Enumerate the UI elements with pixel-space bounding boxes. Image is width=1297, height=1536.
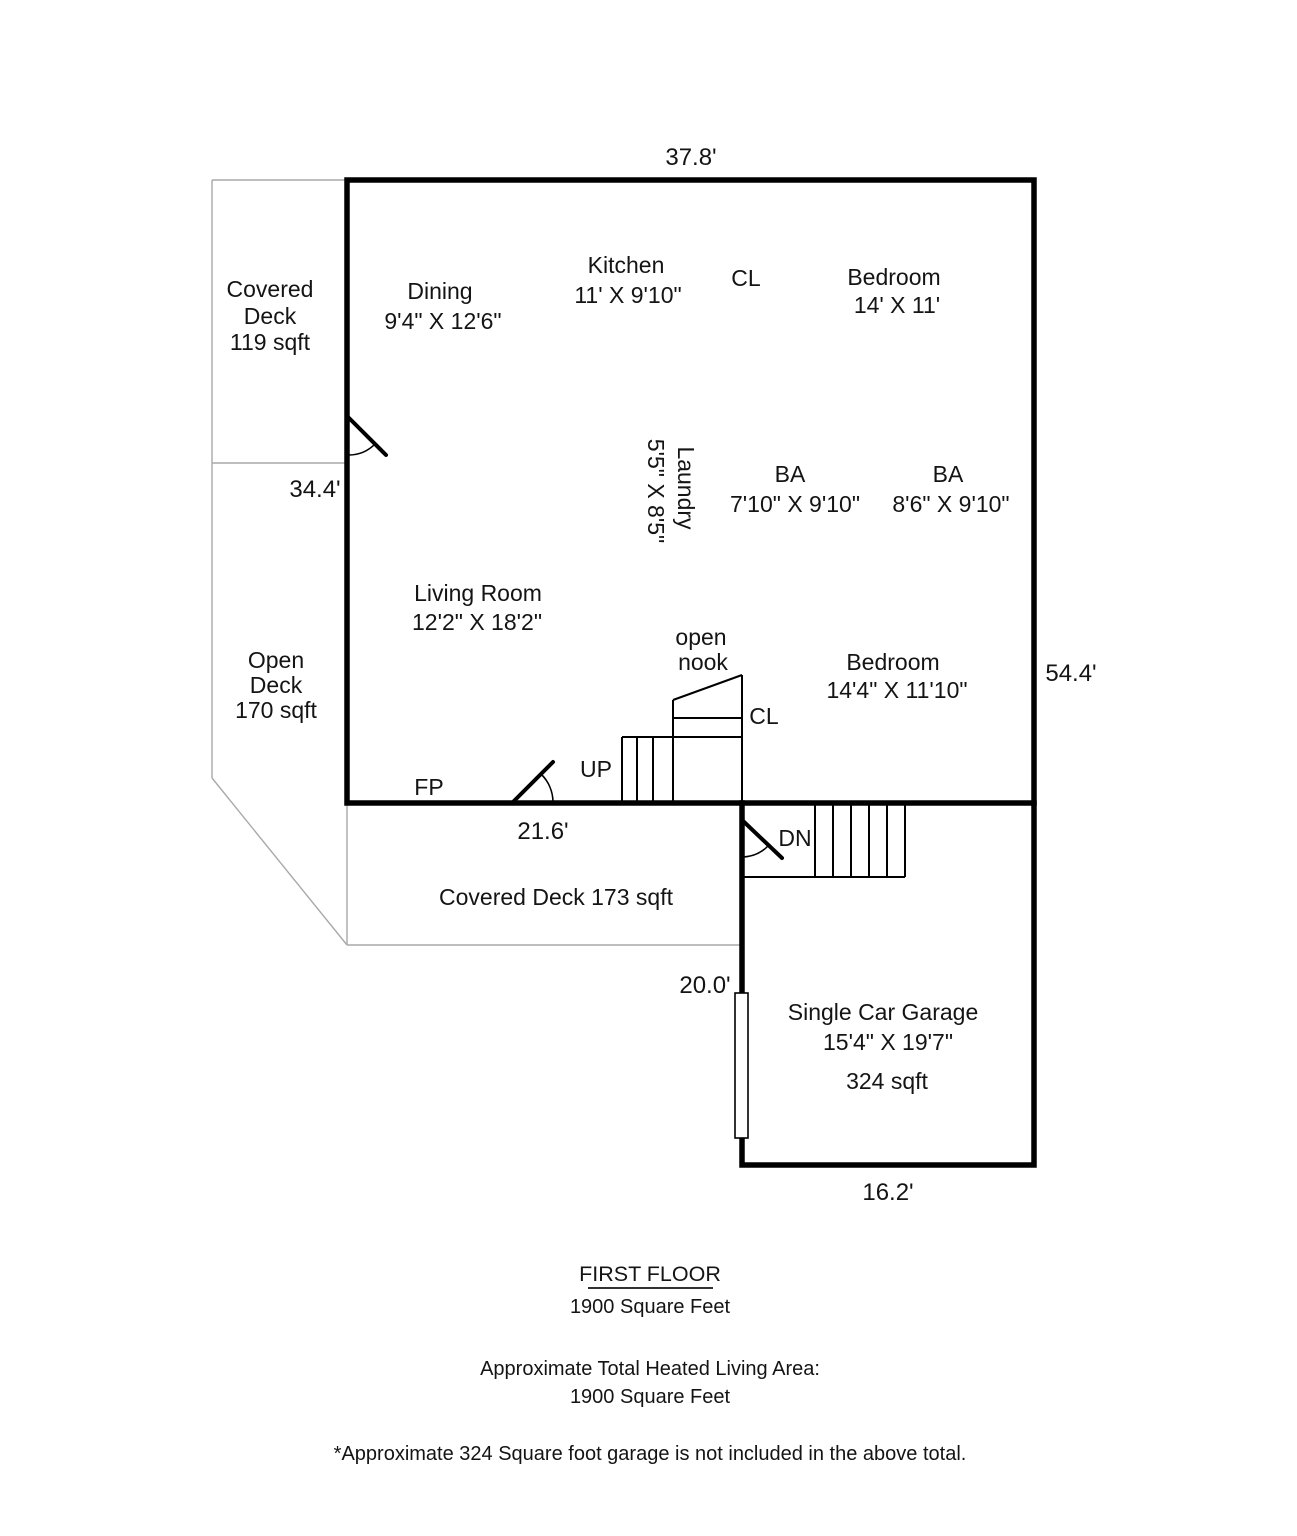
living-room-size: 12'2" X 18'2" <box>412 609 542 635</box>
deck-outline-diagonal <box>211 777 348 946</box>
dn-door-swing-arc <box>741 845 769 858</box>
garage-label: Single Car Garage <box>788 999 979 1025</box>
dim-deck-width: 21.6' <box>517 818 568 845</box>
garage-door <box>734 992 749 1139</box>
kitchen-label: Kitchen <box>588 252 665 278</box>
laundry-label: Laundry <box>673 446 699 530</box>
closet-top-label: CL <box>731 265 761 291</box>
exterior-wall-outline <box>344 177 1037 1168</box>
covered-deck-upper-line3: 119 sqft <box>230 329 311 355</box>
footer-note: *Approximate 324 Square foot garage is n… <box>334 1443 967 1465</box>
covered-deck-upper-line1: Covered <box>227 276 314 302</box>
open-deck-line2: Deck <box>250 672 303 698</box>
footer-title-area: 1900 Square Feet <box>570 1296 731 1318</box>
closet-mid-label: CL <box>749 703 779 729</box>
bedroom-top-size: 14' X 11' <box>854 292 940 318</box>
dim-right-height: 54.4' <box>1045 660 1096 687</box>
footer-heated-value: 1900 Square Feet <box>570 1386 731 1408</box>
footer-heated-label: Approximate Total Heated Living Area: <box>480 1358 820 1380</box>
open-deck-line3: 170 sqft <box>235 697 317 723</box>
dn-door-leaf <box>740 818 784 860</box>
stairs-dn-label: DN <box>778 825 811 851</box>
living-room-label: Living Room <box>414 580 542 606</box>
ba-left-size: 7'10" X 9'10" <box>730 491 860 517</box>
bedroom-main-size: 14'4" X 11'10" <box>826 677 967 703</box>
laundry-size: 5'5" X 8'5" <box>643 439 669 543</box>
entry-door-leaf <box>347 416 388 457</box>
dim-top-width: 37.8' <box>665 144 716 171</box>
dim-garage-side: 20.0' <box>679 972 730 999</box>
covered-deck-upper-line2: Deck <box>244 303 297 329</box>
stairs-up-label: UP <box>580 756 612 782</box>
nook-slant-wall <box>672 674 743 701</box>
footer-title: FIRST FLOOR <box>579 1262 721 1286</box>
covered-deck-lower-label: Covered Deck 173 sqft <box>439 884 674 910</box>
fireplace-label: FP <box>414 774 443 800</box>
ba-right-size: 8'6" X 9'10" <box>892 491 1009 517</box>
open-deck-line1: Open <box>248 647 304 673</box>
deck-door-leaf <box>511 760 555 804</box>
open-nook-line1: open <box>675 624 726 650</box>
dining-label: Dining <box>407 278 472 304</box>
deck-door-swing-arc <box>540 773 554 803</box>
dim-garage-bottom: 16.2' <box>862 1179 913 1206</box>
kitchen-size: 11' X 9'10" <box>574 282 681 308</box>
open-nook-line2: nook <box>678 649 728 675</box>
entry-door-swing-arc <box>348 443 376 456</box>
bedroom-top-label: Bedroom <box>847 264 940 290</box>
dining-size: 9'4" X 12'6" <box>384 308 501 334</box>
ba-left-label: BA <box>775 461 806 487</box>
bedroom-main-label: Bedroom <box>846 649 939 675</box>
garage-area: 324 sqft <box>846 1068 928 1094</box>
garage-size: 15'4" X 19'7" <box>823 1029 953 1055</box>
ba-right-label: BA <box>933 461 964 487</box>
dim-left-upper: 34.4' <box>289 476 340 503</box>
